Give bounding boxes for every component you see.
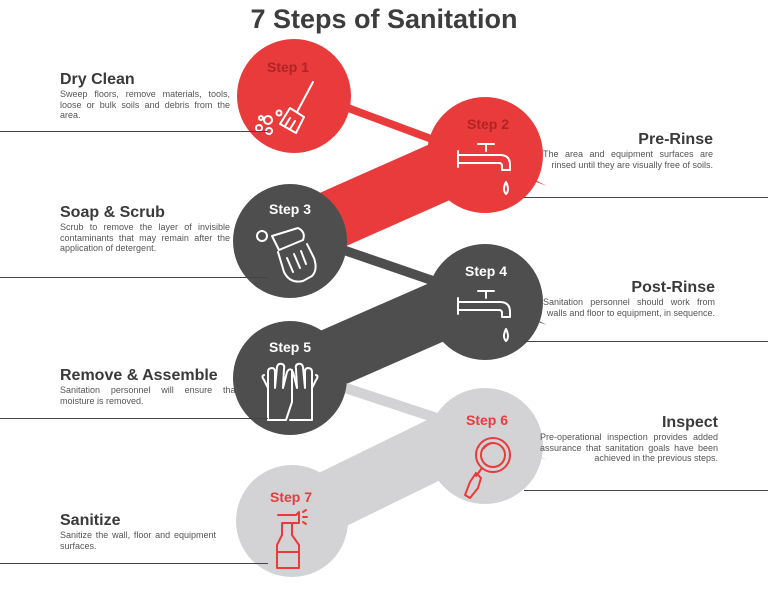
step-2-description: The area and equipment surfaces are rins… bbox=[543, 149, 713, 170]
step-1-description: Sweep floors, remove materials, tools, l… bbox=[60, 89, 230, 120]
step-7-circle bbox=[236, 465, 348, 577]
step-4-heading: Post-Rinse bbox=[631, 279, 715, 296]
step-1-leader-line bbox=[0, 131, 268, 132]
step-1-circle bbox=[237, 39, 351, 153]
step-7-leader-line bbox=[0, 563, 268, 564]
step-7-label: Step 7 bbox=[270, 489, 312, 505]
step-7-text: Sanitize Sanitize the wall, floor and eq… bbox=[60, 512, 216, 551]
step-1-text: Dry Clean Sweep floors, remove materials… bbox=[60, 71, 230, 121]
step-2-leader-line bbox=[524, 197, 768, 198]
step-3-description: Scrub to remove the layer of invisible c… bbox=[60, 222, 230, 253]
step-6-label: Step 6 bbox=[466, 412, 508, 428]
step-6-leader-line bbox=[524, 490, 768, 491]
faucet-icon bbox=[457, 290, 511, 342]
step-7-heading: Sanitize bbox=[60, 512, 121, 529]
step-3-heading: Soap & Scrub bbox=[60, 204, 165, 221]
scrub-hand-icon bbox=[256, 227, 317, 283]
faucet-icon bbox=[457, 143, 511, 195]
gloves-icon bbox=[261, 362, 319, 421]
step-4-description: Sanitation personnel should work from wa… bbox=[543, 297, 715, 318]
step-5-leader-line bbox=[0, 418, 268, 419]
step-5-circle bbox=[233, 321, 347, 435]
step-6-description: Pre-operational inspection provides adde… bbox=[540, 432, 718, 463]
step-5-text: Remove & Assemble Sanitation personnel w… bbox=[60, 367, 238, 406]
step-1-label: Step 1 bbox=[267, 59, 309, 75]
step-7-description: Sanitize the wall, floor and equipment s… bbox=[60, 530, 216, 551]
step-5-description: Sanitation personnel will ensure that mo… bbox=[60, 385, 238, 406]
step-2-label: Step 2 bbox=[467, 116, 509, 132]
step-5-heading: Remove & Assemble bbox=[60, 367, 218, 384]
step-4-leader-line bbox=[524, 341, 768, 342]
step-3-circle bbox=[233, 184, 347, 298]
step-5-label: Step 5 bbox=[269, 339, 311, 355]
page-title: 7 Steps of Sanitation bbox=[250, 4, 518, 34]
step-6-heading: Inspect bbox=[661, 414, 718, 431]
step-4-label: Step 4 bbox=[465, 263, 507, 279]
step-2-heading: Pre-Rinse bbox=[638, 131, 713, 148]
step-4-text: Post-Rinse Sanitation personnel should w… bbox=[543, 279, 715, 318]
step-2-text: Pre-Rinse The area and equipment surface… bbox=[543, 131, 713, 170]
spray-bottle-icon bbox=[276, 509, 308, 569]
magnifier-icon bbox=[464, 437, 511, 499]
step-3-text: Soap & Scrub Scrub to remove the layer o… bbox=[60, 204, 230, 254]
step-3-label: Step 3 bbox=[269, 201, 311, 217]
step-3-leader-line bbox=[0, 277, 268, 278]
step-1-heading: Dry Clean bbox=[60, 71, 135, 88]
step-6-text: Inspect Pre-operational inspection provi… bbox=[540, 414, 718, 464]
